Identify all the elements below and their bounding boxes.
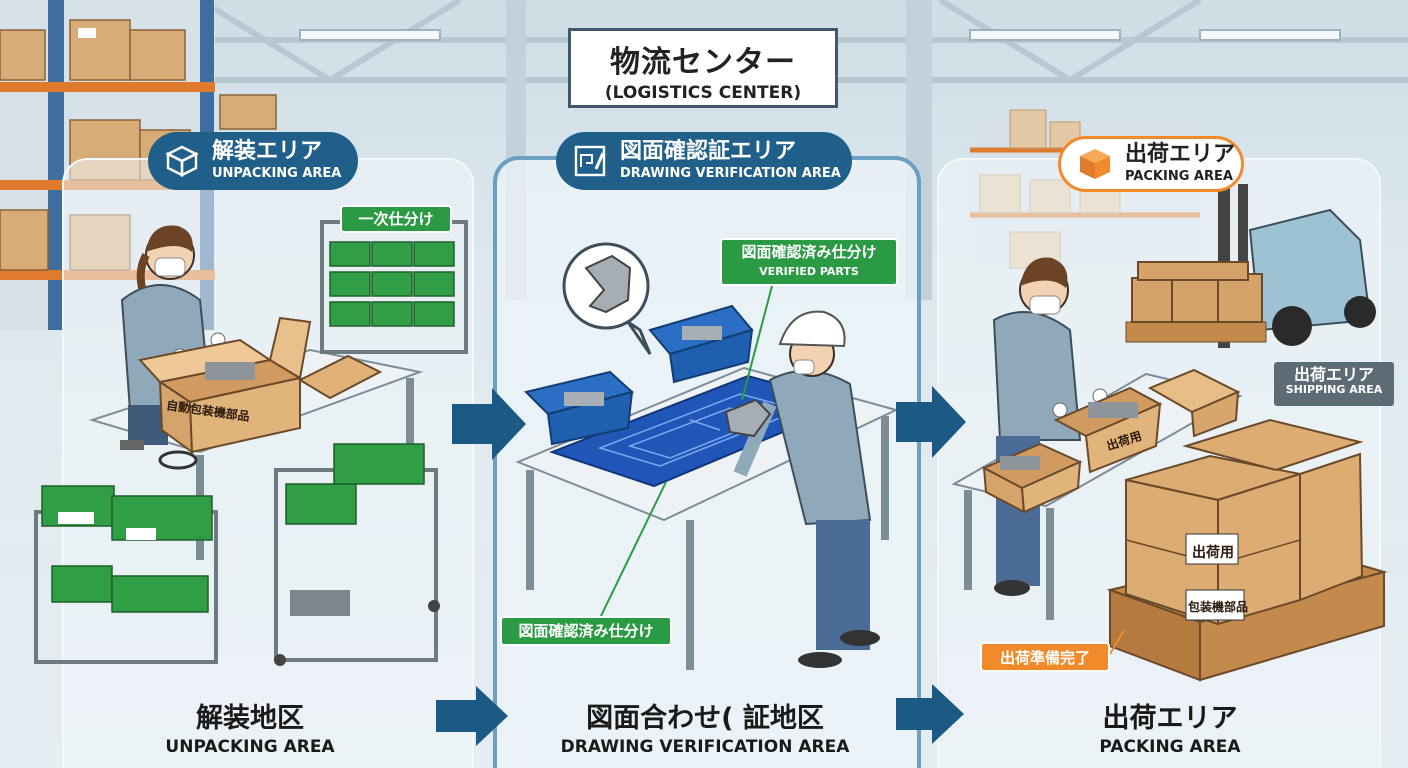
flat-box [297,354,383,400]
page-title: 物流センター [610,45,796,80]
shipping-area-sign: 出荷エリア SHIPPING AREA [1274,362,1394,406]
footer-drawing: 図面合わせ( 証地区 DRAWING VERIFICATION AREA [540,696,870,757]
footer-drawing-jp: 図面合わせ( 証地区 [586,703,824,734]
part-zoom-callout [562,242,652,355]
badge-packing: 出荷エリア PACKING AREA [1058,136,1244,192]
primary-sort-label: 一次仕分け [340,205,452,233]
footer-unpacking-jp: 解装地区 [196,703,304,734]
page-subtitle: (LOGISTICS CENTER) [604,83,802,103]
arrow-right-icon [896,386,966,458]
arrow-right-icon [452,388,526,460]
blueprint-icon [568,139,612,183]
box-outline-icon [160,139,204,183]
badge-packing-en: PACKING AREA [1125,169,1233,185]
pallet-box-label-parts: 包装機部品 [1188,600,1249,614]
badge-drawing-en: DRAWING VERIFICATION AREA [620,166,841,182]
footer-unpacking-en: UNPACKING AREA [165,737,335,757]
footer-packing-jp: 出荷エリア [1102,703,1238,734]
arrow-right-icon [436,686,508,746]
footer-unpacking: 解装地区 UNPACKING AREA [110,696,390,757]
footer-packing: 出荷エリア PACKING AREA [1030,696,1310,757]
ready-to-ship-label: 出荷準備完了 [980,642,1110,672]
orange-box-icon [1073,142,1117,186]
green-bin-cart [274,443,440,666]
opened-cardboard-box [138,316,312,455]
badge-unpacking: 解装エリア UNPACKING AREA [148,132,358,190]
shipping-area-jp: 出荷エリア [1293,365,1374,384]
cables-and-parts [120,440,198,470]
pallet-box-label-shipping: 出荷用 [1192,545,1234,561]
packing-boxes-on-table [981,368,1241,514]
blue-parts-bins [524,304,754,446]
worker-inspector [724,310,880,668]
green-bin-rack-bottom-left [34,485,218,664]
ready-leader-line [1109,629,1125,655]
verified-parts-jp: 図面確認済み仕分け [741,243,877,261]
forklift-pallet-load [1125,261,1267,343]
arrow-right-icon [896,684,964,744]
shipping-area-en: SHIPPING AREA [1285,383,1383,397]
verified-parts-label: 図面確認済み仕分け VERIFIED PARTS [720,238,898,286]
badge-drawing-verification: 図面確認証エリア DRAWING VERIFICATION AREA [556,132,852,190]
footer-drawing-en: DRAWING VERIFICATION AREA [560,737,850,757]
green-bin-rack-top [320,220,468,354]
shipping-pallet [1106,418,1388,682]
badge-unpacking-en: UNPACKING AREA [212,166,342,182]
callout-leader-lines [599,285,773,619]
badge-drawing-jp: 図面確認証エリア [620,139,797,165]
footer-packing-en: PACKING AREA [1099,737,1241,757]
verified-sort-label-bottom: 図面確認済み仕分け [500,616,672,646]
header-sign: 物流センター (LOGISTICS CENTER) [568,28,838,108]
badge-packing-jp: 出荷エリア [1125,142,1236,168]
verified-parts-en: VERIFIED PARTS [759,265,859,278]
badge-unpacking-jp: 解装エリア [212,139,323,165]
